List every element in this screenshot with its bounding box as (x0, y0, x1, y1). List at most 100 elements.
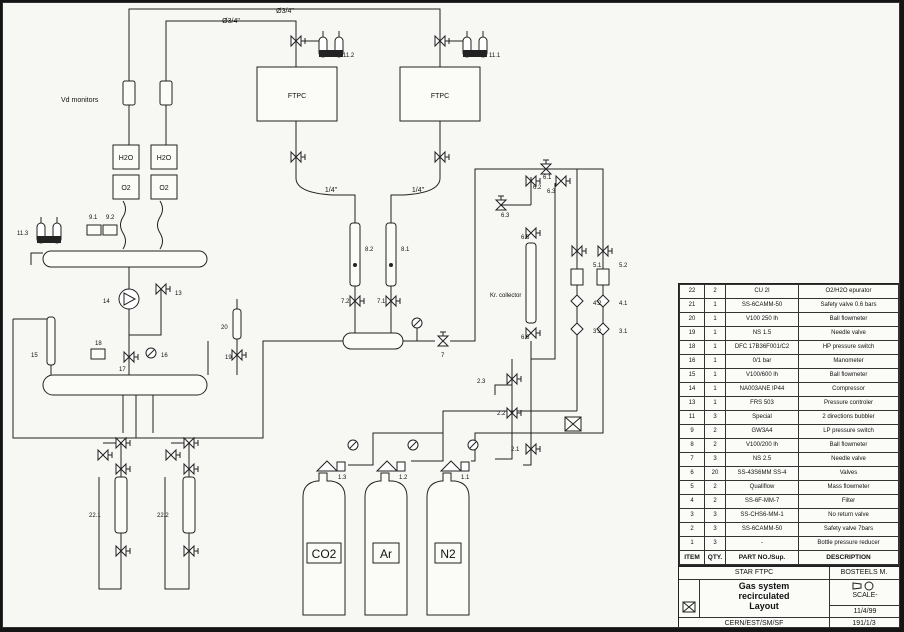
bom-cell-item: 18 (679, 340, 705, 355)
svg-text:20: 20 (221, 325, 228, 331)
svg-text:7: 7 (441, 353, 445, 359)
valve-icon (183, 545, 199, 557)
epurator-icon (114, 476, 128, 534)
bom-cell-item: 2 (679, 522, 705, 537)
bom-cell-desc: LP pressure switch (798, 424, 899, 439)
bom-cell-part: V100/600 lh (725, 368, 799, 383)
bom-cell-qty: 3 (704, 536, 726, 551)
check-valve-icon (570, 322, 584, 336)
valve-icon (434, 151, 450, 163)
valve-icon (183, 463, 199, 475)
manometer-icon (145, 347, 157, 359)
valve-icon (540, 159, 552, 175)
bom-cell-item: 1 (679, 536, 705, 551)
flowmeter-icon (349, 222, 361, 287)
bom-cell-item: 5 (679, 480, 705, 495)
bom-cell-qty: 2 (704, 480, 726, 495)
pressure-switch-icon (86, 224, 102, 236)
safety-valve-icon (506, 373, 522, 385)
check-valve-icon (596, 322, 610, 336)
bom-cell-item: 4 (679, 494, 705, 509)
svg-text:6.2: 6.2 (533, 185, 542, 191)
bom-cell-part: SS-43S6MM SS-4 (725, 466, 799, 481)
bom-cell-qty: 3 (704, 410, 726, 425)
valve-icon (597, 245, 613, 257)
svg-text:2.3: 2.3 (477, 379, 486, 385)
svg-text:O2: O2 (159, 185, 168, 192)
bubbler-icon (318, 30, 344, 58)
svg-text:19: 19 (225, 355, 232, 361)
cern-logo-icon (682, 601, 696, 613)
bom-cell-desc: No return valve (798, 508, 899, 523)
svg-text:6.6: 6.6 (521, 335, 530, 341)
bom-cell-desc: DESCRIPTION (798, 550, 899, 565)
bom-cell-qty: 1 (704, 382, 726, 397)
svg-text:5.1: 5.1 (593, 263, 602, 269)
bom-cell-qty: 2 (704, 284, 726, 299)
bom-cell-qty: 3 (704, 522, 726, 537)
regulator-icon (440, 460, 470, 472)
bom-cell-part: GW3A4 (725, 424, 799, 439)
ftpc-left-vessel: FTPC (256, 66, 338, 122)
bom-cell-desc: Needle valve (798, 326, 899, 341)
bom-cell-item: 3 (679, 508, 705, 523)
drawing-title-line2: recirculated (738, 591, 790, 601)
bom-cell-part: V100/200 lh (725, 438, 799, 453)
bom-cell-part: CU 2I (725, 284, 799, 299)
bubbler-icon (36, 216, 62, 244)
bom-cell-desc: Ball flowmeter (798, 438, 899, 453)
bom-cell-qty: 2 (704, 424, 726, 439)
bom-cell-desc: O2/H2O epurator (798, 284, 899, 299)
bom-cell-part: SS-CHS6-MM-1 (725, 508, 799, 523)
svg-text:7.2: 7.2 (341, 299, 350, 305)
bom-cell-part: NA003ANE IP44 (725, 382, 799, 397)
svg-text:18: 18 (95, 341, 102, 347)
bom-cell-desc: Manometer (798, 354, 899, 369)
bom-cell-item: 19 (679, 326, 705, 341)
safety-valve-icon (525, 443, 541, 455)
bom-cell-qty: 1 (704, 312, 726, 327)
bom-cell-desc: Compressor (798, 382, 899, 397)
svg-text:22.1: 22.1 (89, 513, 101, 519)
bom-cell-desc: Valves (798, 466, 899, 481)
bom-cell-desc: Safety valve 7bars (798, 522, 899, 537)
svg-text:1.3: 1.3 (338, 475, 347, 481)
bom-cell-qty: 3 (704, 508, 726, 523)
drawing-title-line3: Layout (749, 601, 779, 611)
bom-cell-desc: Ball flowmeter (798, 368, 899, 383)
needle-valve-icon (231, 349, 247, 361)
svg-text:4.2: 4.2 (593, 301, 602, 307)
svg-text:9.1: 9.1 (89, 215, 98, 221)
o2-analyser-a: O2 (112, 174, 140, 200)
organisation: CERN/EST/SM/SF (679, 617, 830, 627)
h2o-analyser-a: H2O (112, 144, 140, 170)
monitor-tube-icon (159, 80, 173, 106)
svg-text:CO2: CO2 (312, 547, 337, 561)
bom-cell-desc: Mass flowmeter (798, 480, 899, 495)
bom-cell-qty: 1 (704, 340, 726, 355)
bom-cell-qty: 2 (704, 438, 726, 453)
svg-text:16: 16 (161, 353, 168, 359)
svg-text:2.1: 2.1 (511, 447, 520, 453)
pipe-label-branch-left: 1/4" (325, 187, 338, 194)
epurator-icon (182, 476, 196, 534)
bom-cell-qty: 2 (704, 494, 726, 509)
valve-icon (115, 545, 131, 557)
bom-cell-desc: Ball flowmeter (798, 312, 899, 327)
svg-text:H2O: H2O (119, 155, 134, 162)
gas-system-schematic: FTPC FTPC Ø3/4" Ø3/4" 1/4" 1/4" 11.2 11.… (12, 8, 628, 616)
svg-text:8.1: 8.1 (401, 247, 410, 253)
bom-cell-part: SS-6CAMM-50 (725, 522, 799, 537)
projection-symbol-icon (852, 581, 874, 591)
valve-icon (115, 437, 131, 449)
